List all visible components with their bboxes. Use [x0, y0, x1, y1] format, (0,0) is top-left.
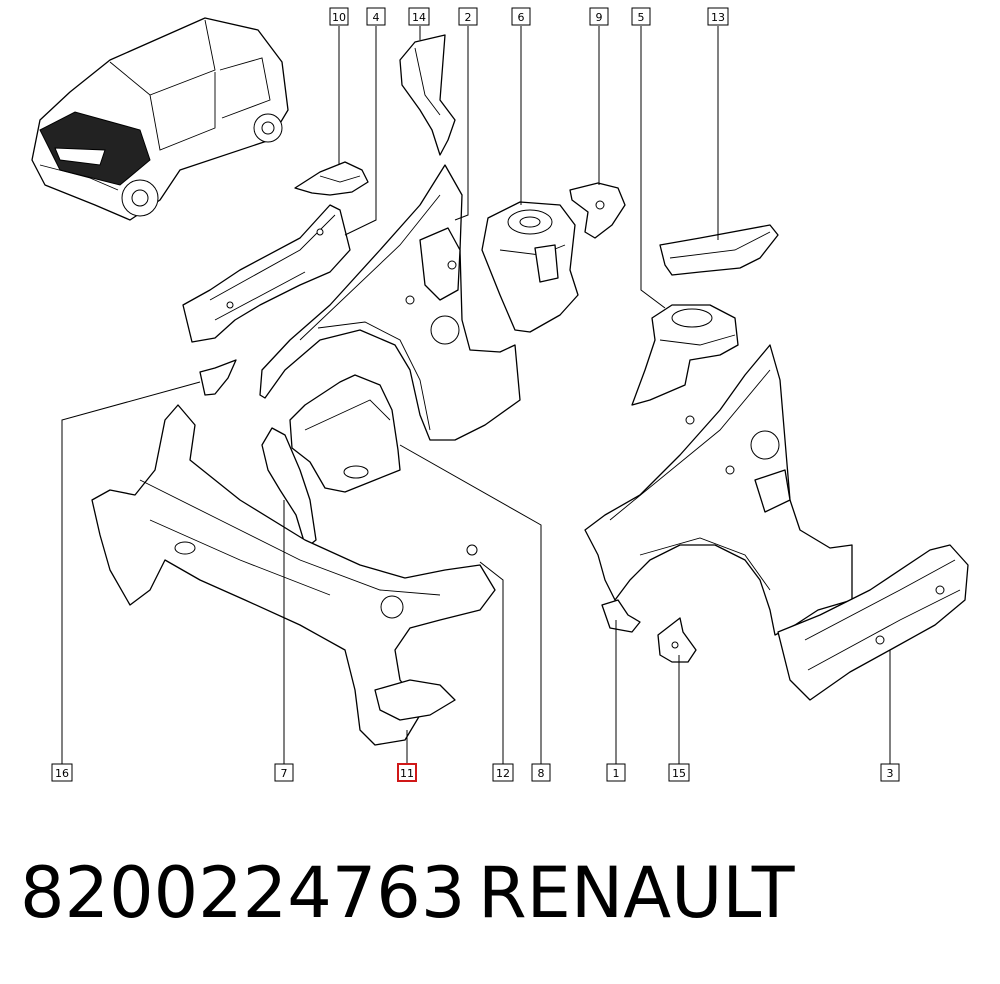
part-10-bracket	[294, 161, 369, 196]
callout-4-label: 4	[373, 11, 380, 24]
callout-4: 4	[366, 7, 386, 26]
callout-10: 10	[329, 7, 349, 26]
callout-15: 15	[668, 763, 690, 782]
part-1-wheel-arch-right	[584, 344, 853, 636]
callout-8: 8	[531, 763, 551, 782]
part-13-cross-member	[659, 224, 779, 276]
part-number: 8200224763	[20, 852, 466, 934]
callout-6-label: 6	[518, 11, 525, 24]
part-8-inner-wheelhouse	[289, 374, 401, 493]
part-front-cross-member	[91, 404, 496, 746]
callout-16: 16	[51, 763, 73, 782]
callout-5: 5	[631, 7, 651, 26]
callout-14-label: 14	[412, 11, 426, 24]
callout-12-label: 12	[496, 767, 510, 780]
part-14-tall-bracket	[399, 34, 456, 156]
part-15-bracket	[657, 617, 697, 663]
part-6-suspension-tower	[481, 201, 579, 333]
part-3-lower-rail	[777, 544, 969, 701]
callout-14: 14	[408, 7, 430, 26]
callout-3: 3	[880, 763, 900, 782]
callout-3-label: 3	[887, 767, 894, 780]
callout-11-label: 11	[400, 767, 414, 780]
part-7-brace	[261, 427, 317, 549]
callout-6: 6	[511, 7, 531, 26]
callout-10-label: 10	[332, 11, 346, 24]
callout-9-label: 9	[596, 11, 603, 24]
callout-2: 2	[458, 7, 478, 26]
callout-13-label: 13	[711, 11, 725, 24]
brand-name: RENAULT	[478, 852, 795, 934]
callout-7: 7	[274, 763, 294, 782]
car-thumbnail	[31, 17, 289, 221]
callout-15-label: 15	[672, 767, 686, 780]
part-5-suspension-tower-right	[631, 304, 739, 406]
part-9-bracket	[569, 182, 626, 239]
callout-16-label: 16	[55, 767, 69, 780]
callout-1: 1	[606, 763, 626, 782]
callout-5-label: 5	[638, 11, 645, 24]
callout-13: 13	[707, 7, 729, 26]
part-4-upper-rail	[182, 204, 351, 343]
leader-lines	[61, 26, 891, 764]
part-16-clip	[199, 359, 237, 396]
callout-1-label: 1	[613, 767, 620, 780]
callout-8-label: 8	[538, 767, 545, 780]
part-2-wheel-arch-left	[259, 164, 521, 441]
callout-7-label: 7	[281, 767, 288, 780]
callout-9: 9	[589, 7, 609, 26]
callout-11: 11	[397, 763, 417, 782]
callout-2-label: 2	[465, 11, 472, 24]
part-1-hinge	[601, 599, 641, 633]
callout-12: 12	[492, 763, 514, 782]
